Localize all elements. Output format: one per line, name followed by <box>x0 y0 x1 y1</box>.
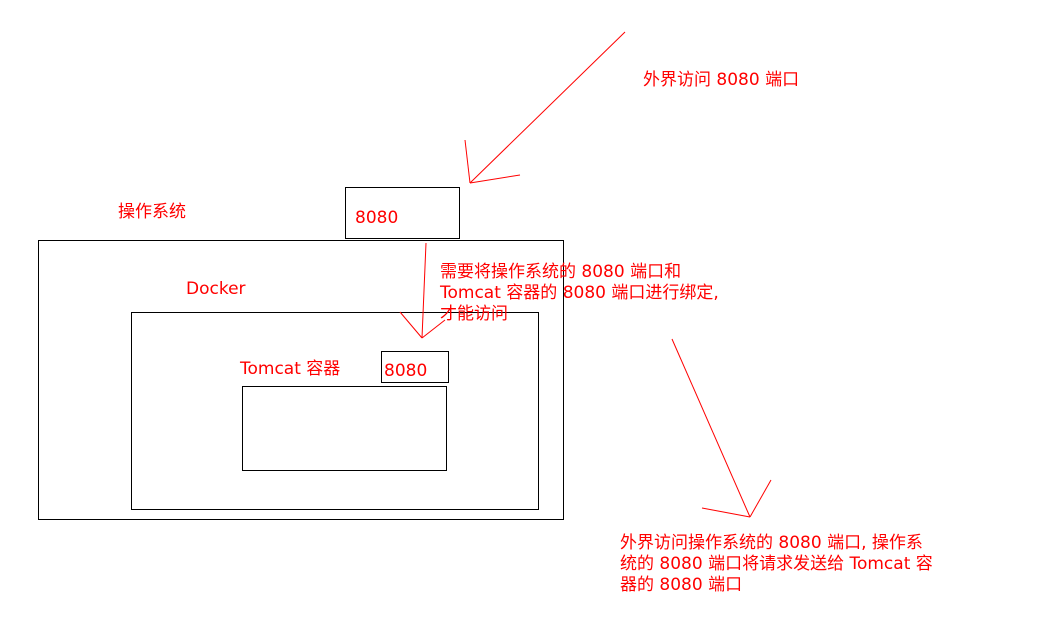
tomcat-port-label: 8080 <box>384 361 428 381</box>
os-port-label: 8080 <box>355 208 399 228</box>
tomcat-label: Tomcat 容器 <box>240 359 341 379</box>
external-access-arrow <box>464 31 626 184</box>
flow-note-line: 外界访问操作系统的 8080 端口, 操作系 <box>620 533 923 553</box>
flow-note: 外界访问操作系统的 8080 端口, 操作系 统的 8080 端口将请求发送给 … <box>620 533 933 596</box>
flow-note-line: 统的 8080 端口将请求发送给 Tomcat 容 <box>620 554 933 574</box>
flow-note-line: 器的 8080 端口 <box>620 575 743 595</box>
tomcat-port-box <box>381 351 449 383</box>
binding-note: 需要将操作系统的 8080 端口和 Tomcat 容器的 8080 端口进行绑定… <box>440 262 719 325</box>
os-box <box>38 240 564 520</box>
os-port-box <box>345 187 460 239</box>
external-access-label: 外界访问 8080 端口 <box>643 70 800 90</box>
docker-box <box>131 312 539 510</box>
os-label: 操作系统 <box>118 202 186 222</box>
flow-note-arrow <box>671 338 772 518</box>
tomcat-container-box <box>242 386 447 471</box>
binding-note-line: Tomcat 容器的 8080 端口进行绑定, <box>440 283 719 303</box>
binding-note-line: 需要将操作系统的 8080 端口和 <box>440 262 682 282</box>
docker-label: Docker <box>186 279 246 299</box>
binding-note-line: 才能访问 <box>440 304 508 324</box>
